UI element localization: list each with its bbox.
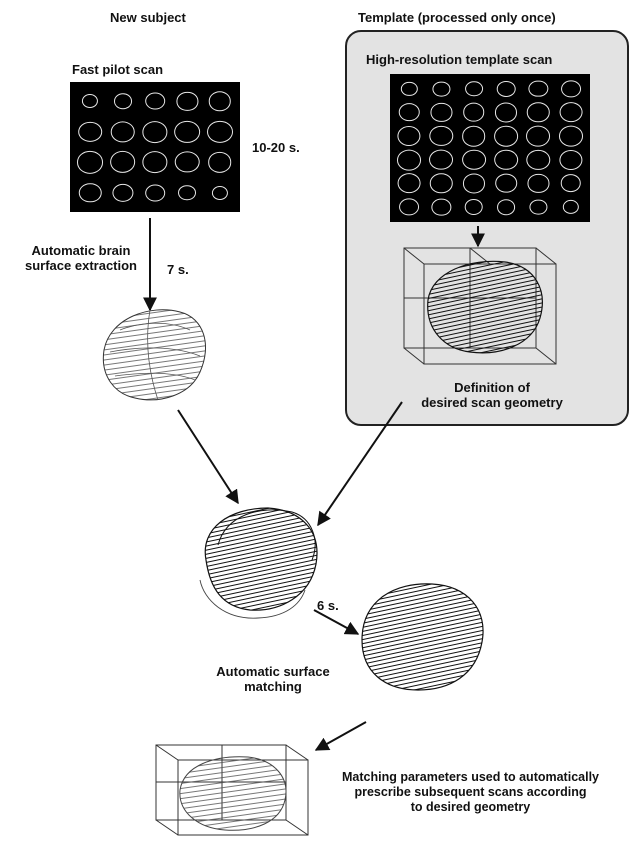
final-brain-mesh xyxy=(180,757,286,830)
extracted-surface-mesh xyxy=(103,310,205,400)
template-brain-mesh xyxy=(428,261,543,352)
arrow-match-to-aligned xyxy=(314,610,358,634)
arrow-aligned-to-final xyxy=(316,722,366,750)
aligned-brain-mesh xyxy=(362,584,483,690)
arrow-surface-to-match xyxy=(178,410,238,503)
overlapping-surfaces xyxy=(200,508,317,618)
arrow-template-to-match xyxy=(318,402,402,525)
